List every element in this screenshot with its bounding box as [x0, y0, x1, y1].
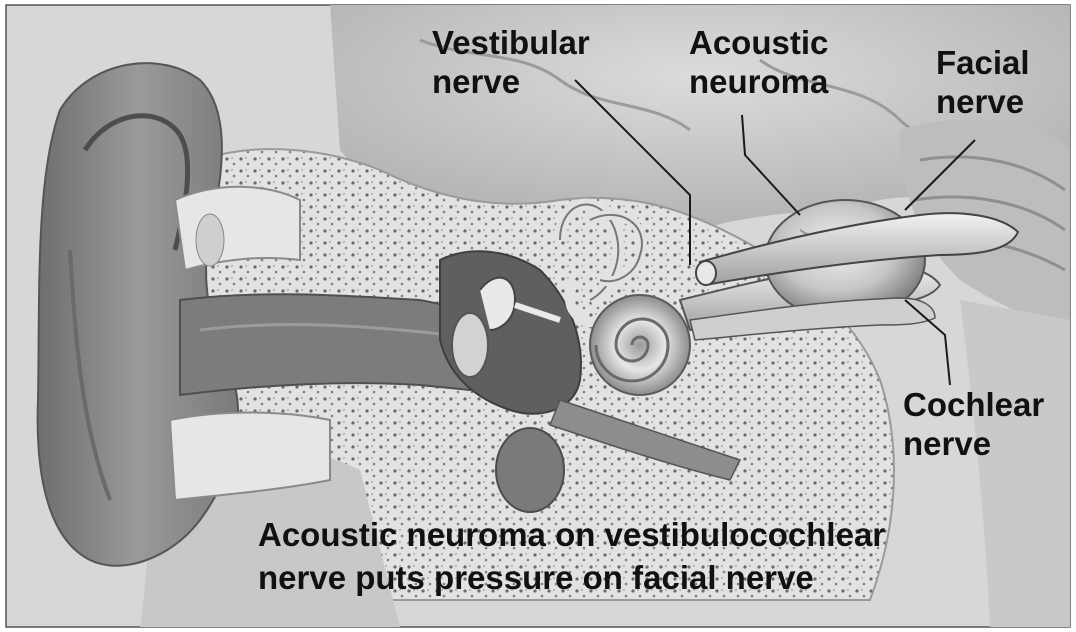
label-acoustic-neuroma: Acoustic neuroma: [689, 24, 828, 102]
eardrum: [452, 313, 488, 377]
label-neuroma-line1: Acoustic: [689, 24, 828, 63]
label-facial-line2: nerve: [936, 83, 1030, 122]
caption-line1: Acoustic neuroma on vestibulocochlear: [258, 514, 885, 557]
figure-caption: Acoustic neuroma on vestibulocochlear ne…: [258, 514, 885, 600]
label-cochlear-nerve: Cochlear nerve: [903, 386, 1044, 464]
label-neuroma-line2: neuroma: [689, 63, 828, 102]
label-cochlear-line2: nerve: [903, 425, 1044, 464]
ear-canal: [180, 294, 470, 395]
label-vestibular-nerve: Vestibular nerve: [432, 24, 590, 102]
caption-line2: nerve puts pressure on facial nerve: [258, 557, 885, 600]
label-facial-line1: Facial: [936, 44, 1030, 83]
label-cochlear-line1: Cochlear: [903, 386, 1044, 425]
label-vestibular-line1: Vestibular: [432, 24, 590, 63]
label-facial-nerve: Facial nerve: [936, 44, 1030, 122]
label-vestibular-line2: nerve: [432, 63, 590, 102]
